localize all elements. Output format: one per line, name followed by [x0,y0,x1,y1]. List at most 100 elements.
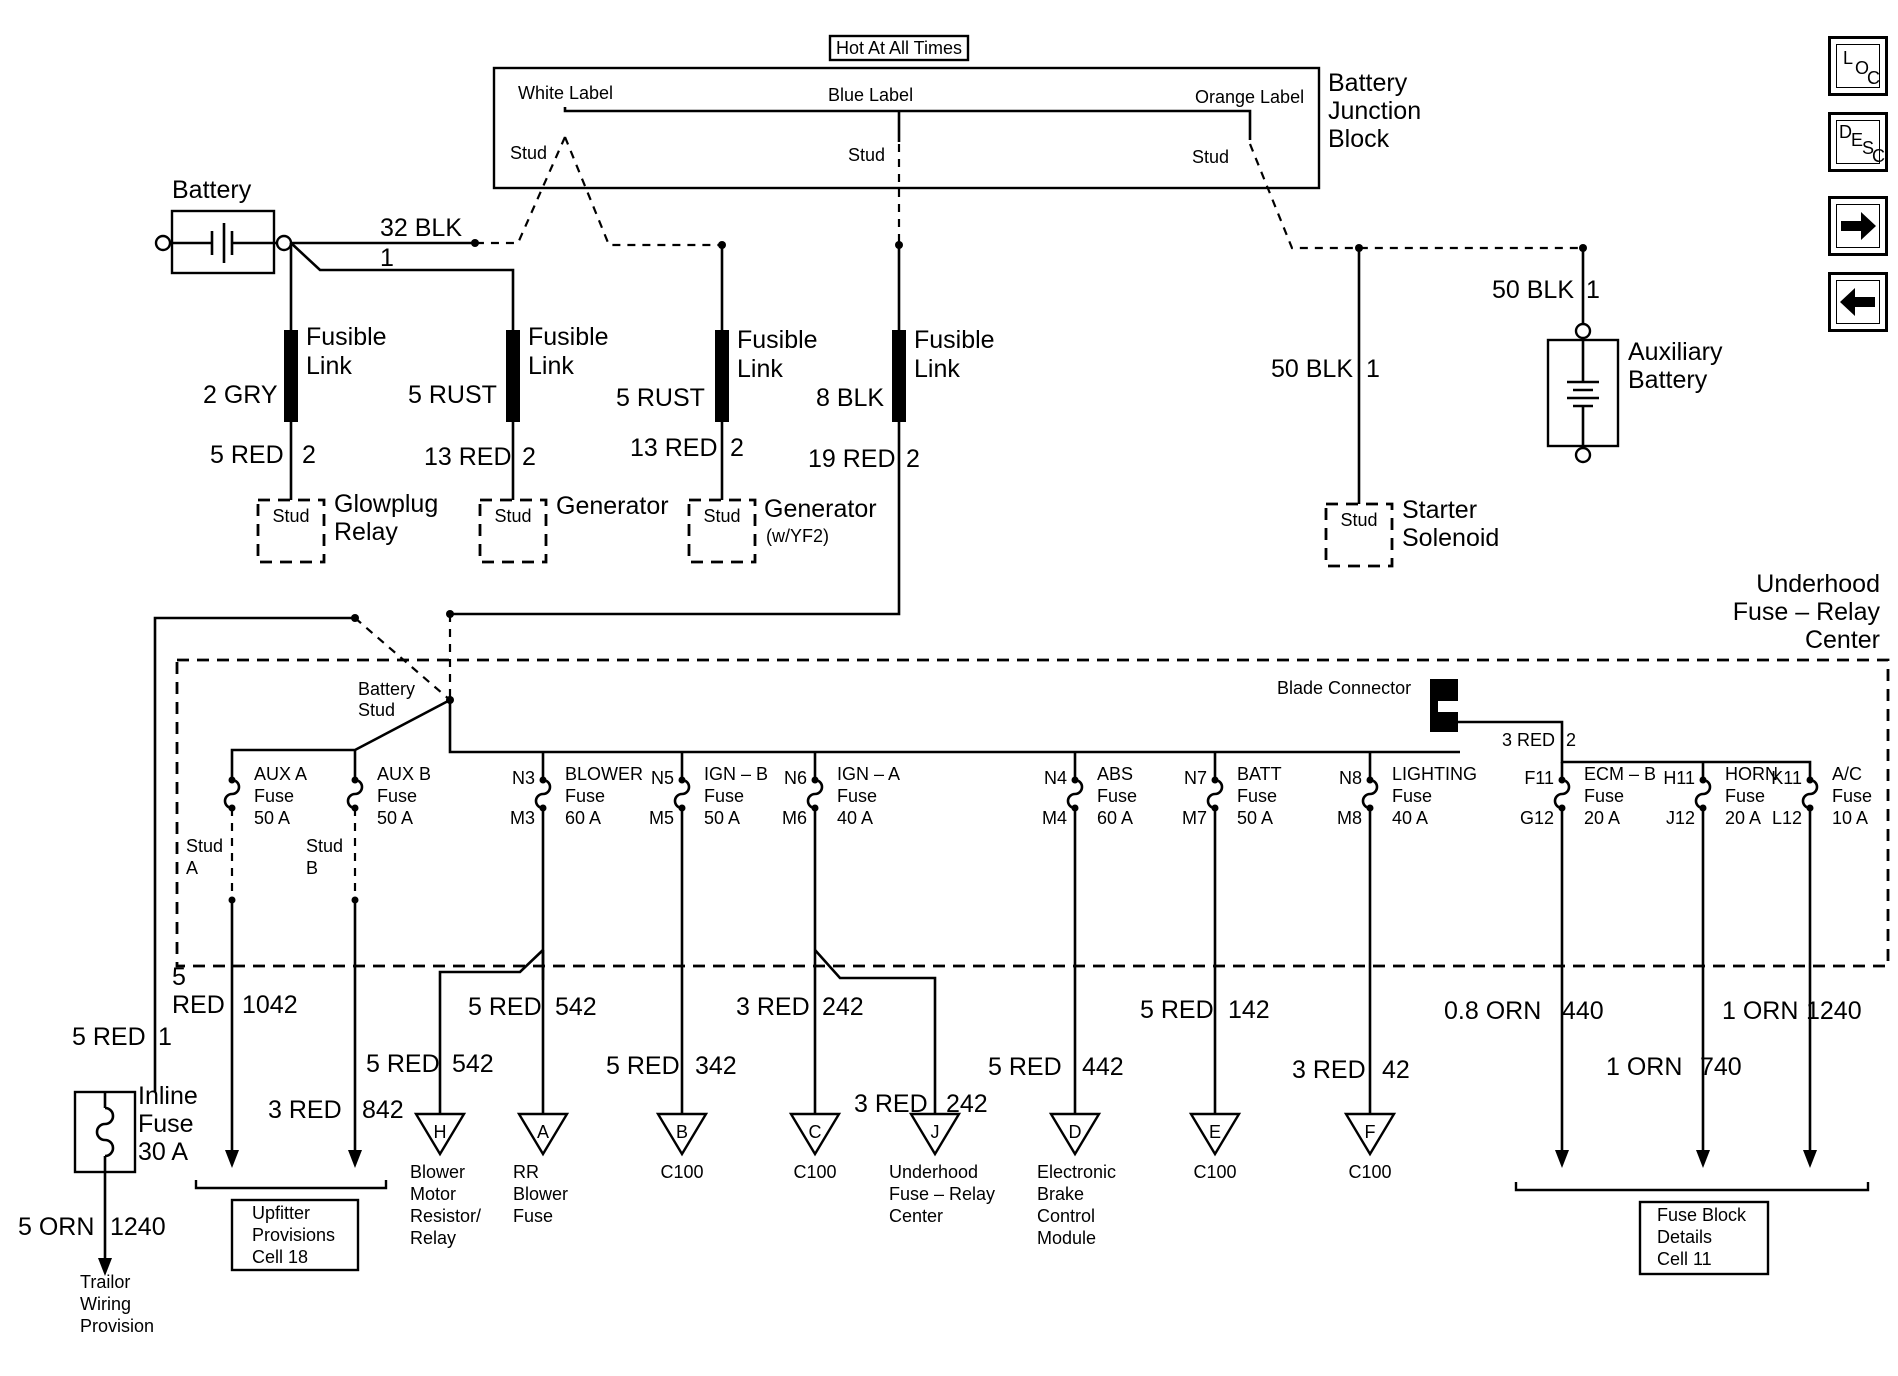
white-label-text: White Label [518,83,613,103]
fuse-ecm_b-rating: 20 A [1584,808,1620,828]
pin-2-label: 2 [906,445,920,473]
fuse-lighting-rating: 40 A [1392,808,1428,828]
c842-label: 3 RED [268,1096,342,1124]
pin-n5: N5 [651,768,674,788]
fuse-abs-label: Fuse [1097,786,1137,806]
fuse-ign_b-rating: 50 A [704,808,740,828]
c1042-size: 5 [172,963,186,991]
upfitter-label-2: Provisions [252,1225,335,1245]
connector-f-letter: F [1365,1122,1376,1142]
junction-block-title-3: Block [1328,125,1390,153]
loc-letter-l: L [1843,48,1854,68]
arrow-aux_b [348,1150,362,1168]
connector-e [1188,1112,1242,1157]
starter-stud-label: Stud [1340,510,1377,530]
fuse-ign_a [806,778,824,810]
arrow-aux_a [225,1150,239,1168]
glowplug-stud-box [256,498,326,564]
previous-page-button[interactable] [1828,272,1888,332]
upfitter-label-1: Upfitter [252,1203,310,1223]
inline-fuse-label-2: Fuse [138,1110,194,1138]
fuse-aux_b [346,778,364,810]
orange-stud-link [1248,143,1583,250]
battery-label: Battery [172,176,252,204]
circuit-labels: 5 RED 1042 3 RED 842 5 RED 542 5 RED 542… [172,963,1862,1124]
connector-h [413,1112,467,1157]
fuse-ign_a-name: IGN – A [837,764,900,784]
c1240-num: 1240 [1806,997,1862,1025]
trailer-label-1: Trailor [80,1272,130,1292]
pin-l12: L12 [1772,808,1802,828]
pin-k11: K11 [1771,768,1802,788]
fusible-label-2: Link [737,355,783,383]
junction-block-box [492,66,1321,190]
c242a-num: 242 [822,993,864,1021]
branch-h [438,949,544,1114]
c542b-label: 5 RED [366,1050,440,1078]
fuse-center-title-2: Fuse – Relay [1733,598,1881,626]
description-button[interactable]: D E S C [1828,112,1888,172]
wire-19red-label: 19 RED [808,445,896,473]
pin-2-label: 2 [302,441,316,469]
dest-a-label-3: Fuse [513,1206,553,1226]
fusible-link-glowplug: Fusible Link 2 GRY 5 RED 2 Stud Glowplug… [203,323,438,564]
starter-stud-box [1324,502,1394,568]
fuse-horn-rating: 20 A [1725,808,1761,828]
fuse-aux_a-rating: 50 A [254,808,290,828]
c42-num: 42 [1382,1056,1410,1084]
starter-solenoid-circuit: 50 BLK 1 Stud Starter Solenoid [1271,244,1499,568]
dest-f-label: C100 [1348,1162,1391,1182]
wire-5rust-label: 5 RUST [616,384,705,412]
fuse-ign_a-rating: 40 A [837,808,873,828]
pin-h11: H11 [1663,768,1695,788]
trailer-label-2: Wiring [80,1294,131,1314]
c542a-num: 542 [555,993,597,1021]
fuse-aux_a-label: Fuse [254,786,294,806]
generator-stud-label: Stud [494,506,531,526]
fuse-lighting [1361,778,1379,810]
wire-13red-label: 13 RED [424,443,512,471]
fuse-aux_a-name: AUX A [254,764,307,784]
fuse-ign_b-name: IGN – B [704,764,768,784]
fuse-aux_a [223,778,241,810]
wire-13red-label: 13 RED [630,434,718,462]
fuse-abs-rating: 60 A [1097,808,1133,828]
fuse-lighting-label: Fuse [1392,786,1432,806]
blade-circuit-label: 3 RED [1502,730,1555,750]
location-button[interactable]: L O C [1828,36,1888,96]
next-page-button[interactable] [1828,196,1888,256]
pin-n3: N3 [512,768,535,788]
fusible-label-1: Fusible [528,323,609,351]
dest-c-label: C100 [793,1162,836,1182]
bus-aux-a [230,698,451,770]
upfitter-label-3: Cell 18 [252,1247,308,1267]
white-stud-link-right [563,136,722,247]
fusible-label-1: Fusible [914,326,995,354]
loc-letter-o: O [1855,58,1870,78]
generator-label: Generator [556,492,669,520]
fuse-lighting-name: LIGHTING [1392,764,1477,784]
battery-stud-label-2: Stud [358,700,395,720]
pin-1-label: 1 [1366,355,1380,383]
white-stud-label: Stud [510,143,547,163]
pin-m5: M5 [649,808,674,828]
fuse-abs [1066,778,1084,810]
inline-fuse-label-1: Inline [138,1082,198,1110]
dest-d-label-4: Module [1037,1228,1096,1248]
upfitter-provisions: Upfitter Provisions Cell 18 [194,1180,388,1272]
desc-letter-e: E [1851,130,1864,150]
fuse-ac-label: Fuse [1832,786,1872,806]
hot-at-all-times-label: Hot At All Times [836,38,962,58]
fuse-ac [1801,778,1819,810]
fusible-label-2: Link [306,352,352,380]
blue-label-text: Blue Label [828,85,913,105]
blade-pin-label: 2 [1566,730,1576,750]
blue-stud-label: Stud [848,145,885,165]
loc-letter-c: C [1867,68,1880,88]
description-button-frame [1836,120,1880,164]
aux-battery-label-1: Auxiliary [1628,338,1723,366]
c342-label: 5 RED [606,1052,680,1080]
c740-num: 740 [1700,1053,1742,1081]
glowplug-label-1: Glowplug [334,490,438,518]
fusible-link-fuse-center: Fusible Link 8 BLK 19 RED 2 [446,241,995,618]
